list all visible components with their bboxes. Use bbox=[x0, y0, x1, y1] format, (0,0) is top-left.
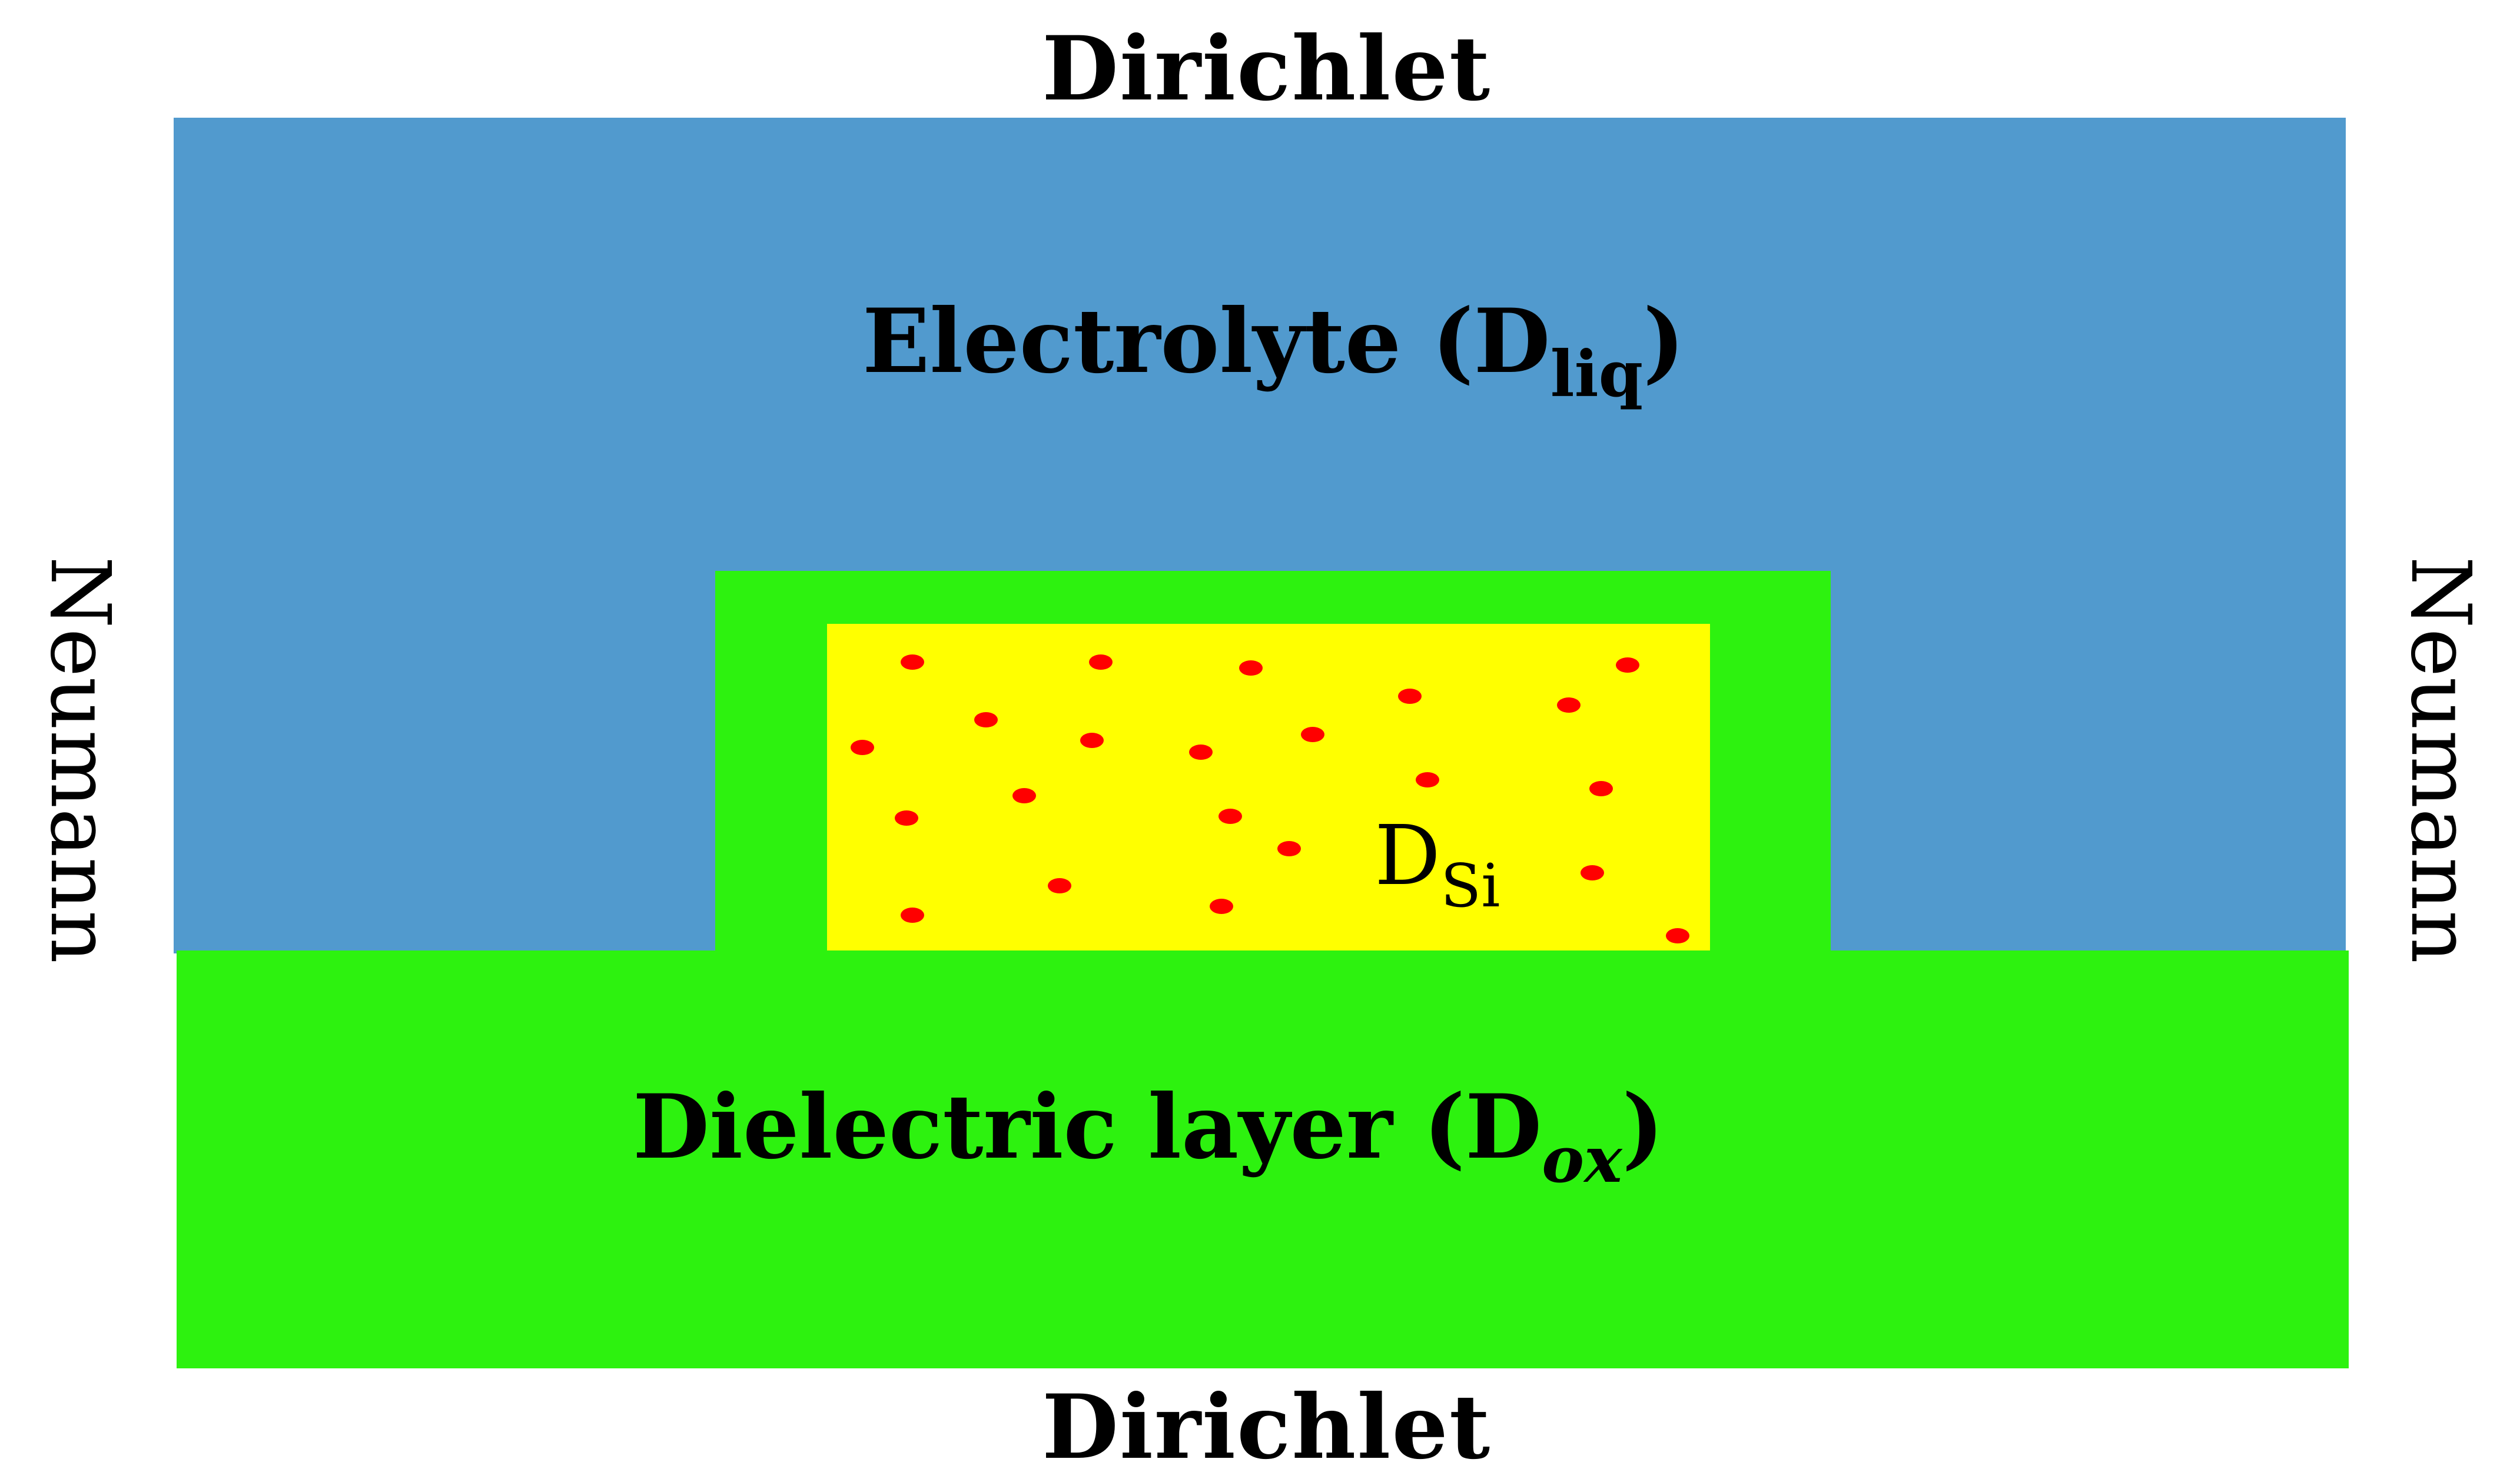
electrolyte-label: Electrolyte (Dliq) bbox=[862, 297, 1685, 406]
dopant-dot bbox=[851, 740, 874, 755]
dopant-dot bbox=[901, 654, 924, 670]
dopant-dot bbox=[1589, 781, 1613, 796]
silicon-label: DSi bbox=[1374, 815, 1500, 916]
dielectric-subscript: ox bbox=[1542, 1123, 1622, 1198]
dopant-dot bbox=[1277, 841, 1301, 856]
dopant-dot bbox=[901, 908, 924, 923]
dielectric-symbol: D bbox=[1465, 1075, 1542, 1179]
electrolyte-name: Electrolyte ( bbox=[862, 290, 1474, 393]
dopant-dot bbox=[1557, 697, 1581, 713]
silicon-subscript: Si bbox=[1440, 851, 1500, 921]
dopant-dot bbox=[974, 712, 998, 727]
dopant-dot bbox=[1210, 899, 1233, 914]
silicon-symbol: D bbox=[1374, 808, 1441, 904]
dopant-dot bbox=[1416, 772, 1439, 787]
dopant-dot bbox=[1616, 657, 1639, 673]
dopant-dot bbox=[1089, 654, 1113, 670]
dielectric-layer-region bbox=[177, 950, 2349, 1368]
dopant-dot bbox=[1189, 745, 1213, 760]
electrolyte-symbol: D bbox=[1473, 290, 1550, 393]
silicon-region bbox=[827, 624, 1710, 950]
dopant-dot bbox=[1398, 689, 1422, 704]
dielectric-label: Dielectric layer (Dox) bbox=[633, 1083, 1664, 1192]
boundary-label-top: Dirichlet bbox=[1042, 17, 1492, 121]
dopant-dot bbox=[895, 810, 918, 826]
boundary-label-left: Neumann bbox=[32, 556, 128, 964]
dopant-dot bbox=[1239, 660, 1263, 676]
electrolyte-subscript: liq bbox=[1550, 337, 1644, 412]
dopant-dot bbox=[1048, 878, 1071, 893]
dopant-dot bbox=[1581, 865, 1604, 880]
boundary-label-bottom: Dirichlet bbox=[1042, 1375, 1492, 1479]
dopant-dot bbox=[1219, 809, 1242, 824]
dopant-dot bbox=[1301, 727, 1324, 742]
dopant-dot bbox=[1080, 733, 1104, 748]
dopant-dot bbox=[1666, 928, 1689, 943]
dielectric-name: Dielectric layer ( bbox=[633, 1075, 1466, 1179]
boundary-label-right: Neumann bbox=[2392, 556, 2488, 964]
dielectric-close: ) bbox=[1622, 1075, 1664, 1179]
dopant-dot bbox=[1012, 788, 1036, 803]
electrolyte-close: ) bbox=[1643, 290, 1685, 393]
